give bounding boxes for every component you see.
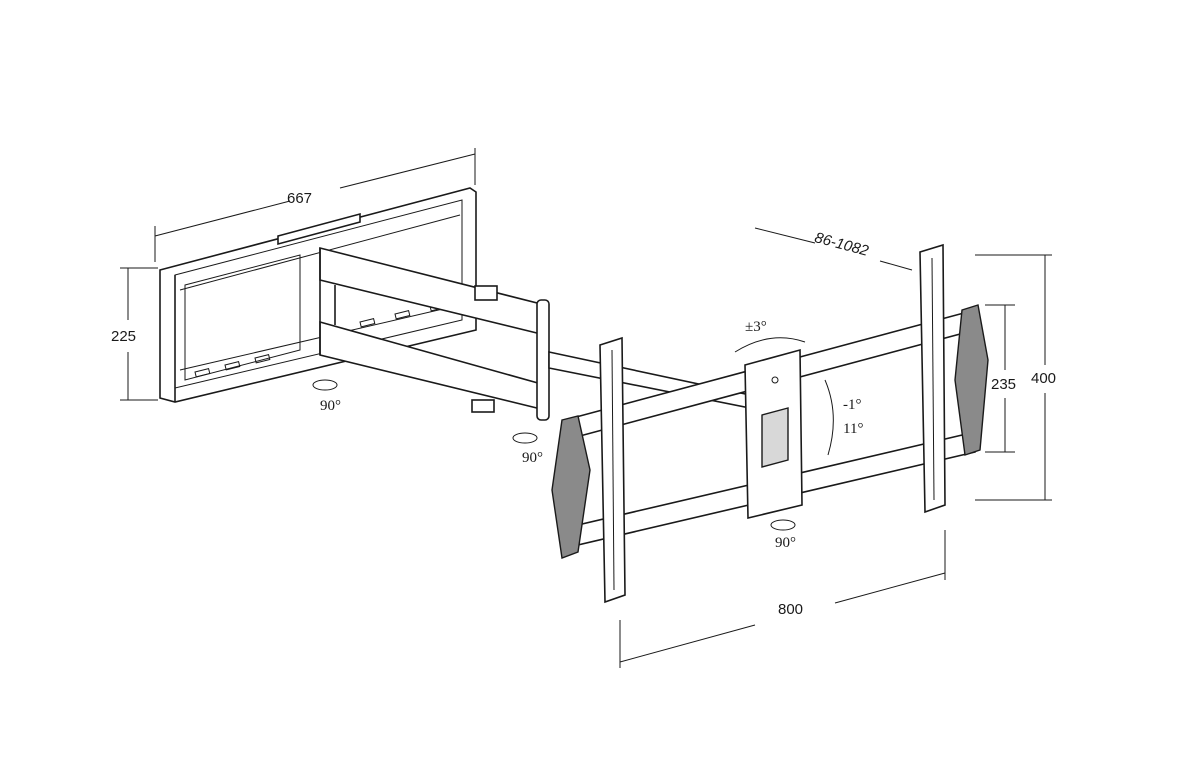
angle-bracket-swivel: 90°: [775, 535, 796, 551]
tv-bracket: [551, 243, 989, 604]
dim-wall-plate-width: 667: [287, 190, 313, 207]
dim-bracket-inner-height: 235: [991, 376, 1017, 393]
angle-tilt-up: -1°: [843, 397, 862, 413]
angle-wall-swivel: 90°: [320, 398, 341, 414]
angle-level-adjust: ±3°: [745, 319, 767, 335]
angle-tilt-down: 11°: [843, 421, 864, 437]
dim-bracket-outer-height: 400: [1031, 370, 1057, 387]
dimension-lines: [120, 148, 1052, 668]
dim-wall-plate-height: 225: [111, 328, 137, 345]
angle-arm-swivel: 90°: [522, 450, 543, 466]
dim-bracket-width: 800: [778, 601, 804, 618]
